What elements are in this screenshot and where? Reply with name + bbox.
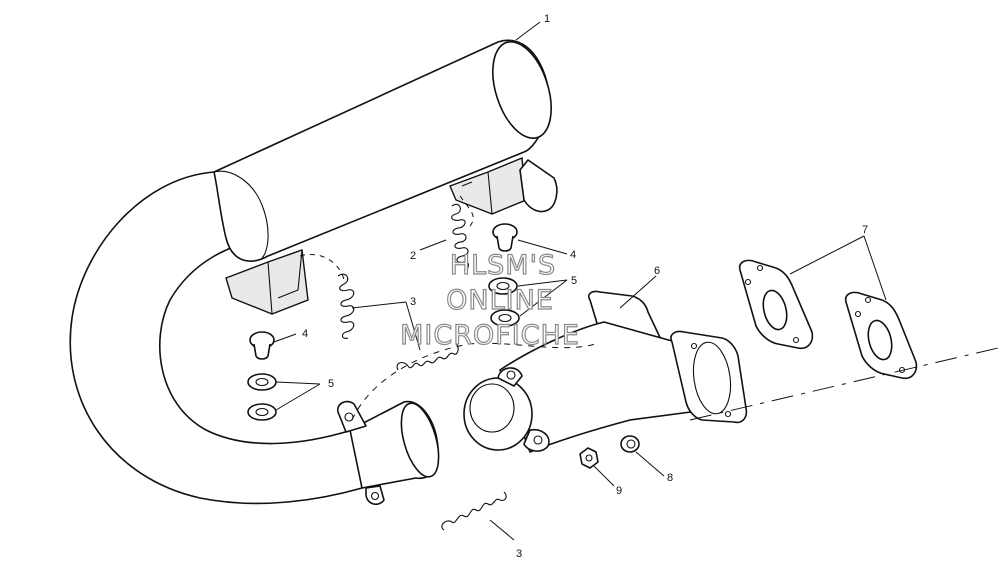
washer-5-left-lower xyxy=(247,403,277,421)
exhaust-manifold xyxy=(463,290,748,453)
callout-2: 2 xyxy=(410,250,416,262)
callout-6: 6 xyxy=(654,265,660,277)
callout-5-right: 5 xyxy=(571,275,577,287)
washer-8 xyxy=(620,435,640,453)
watermark-line-1: HLSM'S xyxy=(450,250,556,281)
callout-4-left: 4 xyxy=(302,328,308,340)
callout-3-upper: 3 xyxy=(410,296,416,308)
watermark: HLSM'S ONLINE MICROFICHE xyxy=(399,249,580,351)
washer-5-right-lower xyxy=(490,309,520,327)
grommet-4-right xyxy=(492,223,518,252)
callout-labels: 1 2 3 3 4 4 5 5 6 7 8 9 xyxy=(302,13,868,560)
callout-7: 7 xyxy=(862,224,868,236)
callout-1: 1 xyxy=(544,13,550,25)
callout-8: 8 xyxy=(667,472,673,484)
spring-3-middle xyxy=(396,343,459,371)
spring-2 xyxy=(451,203,470,271)
muffler-assembly xyxy=(69,39,558,506)
callout-9: 9 xyxy=(616,485,622,497)
leader-lines xyxy=(273,21,887,541)
spring-3-lower xyxy=(441,491,507,531)
callout-5-left: 5 xyxy=(328,378,334,390)
callout-4-right: 4 xyxy=(570,249,576,261)
watermark-line-3: MICROFICHE xyxy=(400,320,580,351)
grommet-4-left xyxy=(249,331,275,360)
gasket-1 xyxy=(738,259,814,350)
washer-5-left-upper xyxy=(247,373,277,391)
watermark-line-2: ONLINE xyxy=(446,285,554,316)
gasket-2 xyxy=(844,291,918,380)
spring-3-upper xyxy=(337,273,355,339)
nut-9 xyxy=(579,447,599,469)
callout-3-lower: 3 xyxy=(516,548,522,560)
washer-5-right-upper xyxy=(488,277,518,295)
